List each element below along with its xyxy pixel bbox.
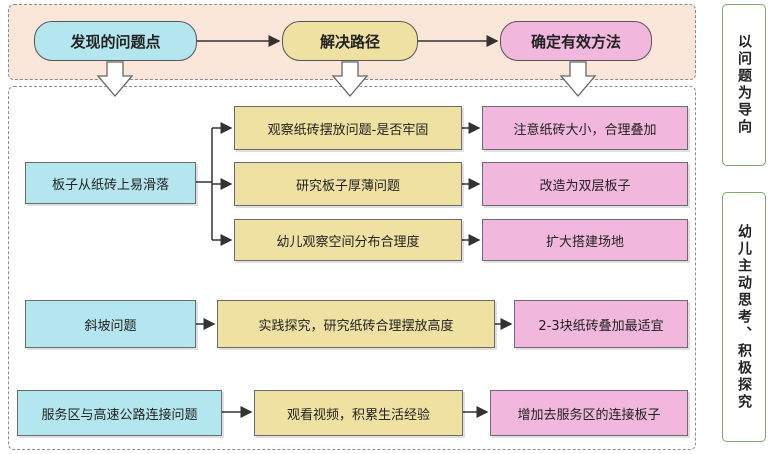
step-solution-path: 解决路径	[282, 21, 418, 61]
problem-board-slipping: 板子从纸砖上易滑落	[25, 162, 196, 204]
side-panel-problem-oriented: 以问题为导向	[722, 4, 766, 166]
problem-slope: 斜坡问题	[25, 300, 196, 348]
path-study-board-thickness: 研究板子厚薄问题	[234, 162, 462, 206]
step-effective-method: 确定有效方法	[500, 21, 652, 61]
method-stack-2-3-bricks: 2-3块纸砖叠加最适宜	[514, 300, 688, 348]
side-panel-top-text: 以问题为导向	[736, 34, 752, 136]
method-expand-area: 扩大搭建场地	[482, 219, 688, 261]
down-arrow-1	[96, 61, 134, 98]
step-discover-problem: 发现的问题点	[34, 21, 197, 61]
method-double-board: 改造为双层板子	[482, 162, 688, 206]
method-add-connecting-board: 增加去服务区的连接板子	[490, 390, 688, 436]
problem-service-area-connection: 服务区与高速公路连接问题	[17, 390, 222, 436]
path-practice-brick-height: 实践探究，研究纸砖合理摆放高度	[217, 300, 495, 348]
method-stack-bricks: 注意纸砖大小，合理叠加	[482, 106, 688, 150]
down-arrow-3	[559, 61, 597, 98]
side-panel-active-thinking: 幼儿主动思考、积极探究	[722, 192, 766, 442]
path-observe-space-layout: 幼儿观察空间分布合理度	[234, 219, 462, 261]
path-observe-brick-placement: 观察纸砖摆放问题-是否牢固	[234, 106, 462, 150]
path-watch-video: 观看视频，积累生活经验	[254, 390, 463, 436]
down-arrow-2	[331, 61, 369, 98]
side-panel-bottom-text: 幼儿主动思考、积极探究	[736, 223, 752, 411]
